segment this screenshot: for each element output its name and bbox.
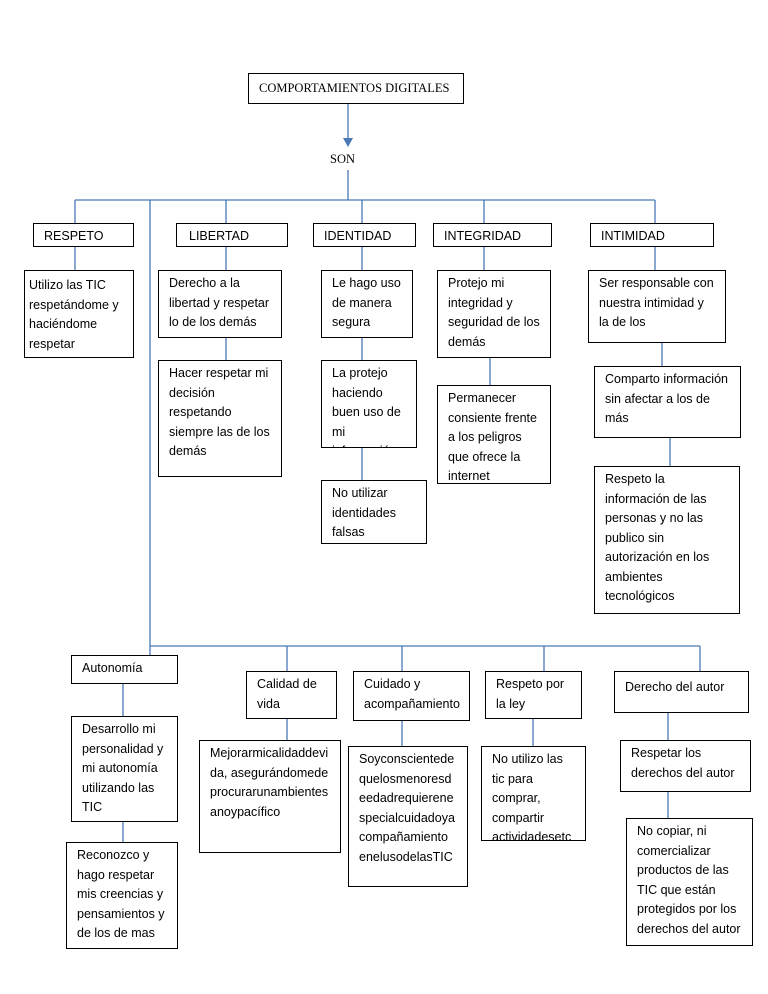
category-calidad: Calidad de vida: [246, 671, 337, 719]
intimidad-item-2: Comparto información sin afectar a los d…: [594, 366, 741, 438]
title-box: COMPORTAMIENTOS DIGITALES: [248, 73, 464, 104]
category-intimidad: INTIMIDAD: [590, 223, 714, 247]
connector-label: SON: [330, 152, 356, 166]
libertad-item-2: Hacer respetar mi decisión respetando si…: [158, 360, 282, 477]
libertad-item-1: Derecho a la libertad y respetar lo de l…: [158, 270, 282, 338]
autonomia-item-1: Desarrollo mi personalidad y mi autonomí…: [71, 716, 178, 822]
autonomia-item-2: Reconozco y hago respetar mis creencias …: [66, 842, 178, 949]
category-identidad: IDENTIDAD: [313, 223, 416, 247]
category-integridad: INTEGRIDAD: [433, 223, 552, 247]
category-cuidado: Cuidado y acompañamiento: [353, 671, 470, 721]
category-respeto: RESPETO: [33, 223, 134, 247]
calidad-item-1: Mejorarmicalidaddevida, asegurándomedepr…: [199, 740, 341, 853]
identidad-item-1: Le hago uso de manera segura: [321, 270, 413, 338]
category-respeto-ley: Respeto por la ley: [485, 671, 582, 719]
category-autonomia: Autonomía: [71, 655, 178, 684]
category-libertad: LIBERTAD: [176, 223, 288, 247]
respeto-item-1: Utilizo las TIC respetándome y haciéndom…: [24, 270, 134, 358]
intimidad-item-3: Respeto la información de las personas y…: [594, 466, 740, 614]
identidad-item-2: La protejo haciendo buen uso de mi infor…: [321, 360, 417, 448]
derecho-autor-item-2: No copiar, ni comercializar productos de…: [626, 818, 753, 946]
derecho-autor-item-1: Respetar los derechos del autor: [620, 740, 751, 792]
category-derecho-autor: Derecho del autor: [614, 671, 749, 713]
identidad-item-3: No utilizar identidades falsas: [321, 480, 427, 544]
cuidado-item-1: Soyconscientedequelosmenoresdeedadrequie…: [348, 746, 468, 887]
intimidad-item-1: Ser responsable con nuestra intimidad y …: [588, 270, 726, 343]
respeto-ley-item-1: No utilizo las tic para comprar, compart…: [481, 746, 586, 841]
integridad-item-2: Permanecer consiente frente a los peligr…: [437, 385, 551, 484]
integridad-item-1: Protejo mi integridad y seguridad de los…: [437, 270, 551, 358]
